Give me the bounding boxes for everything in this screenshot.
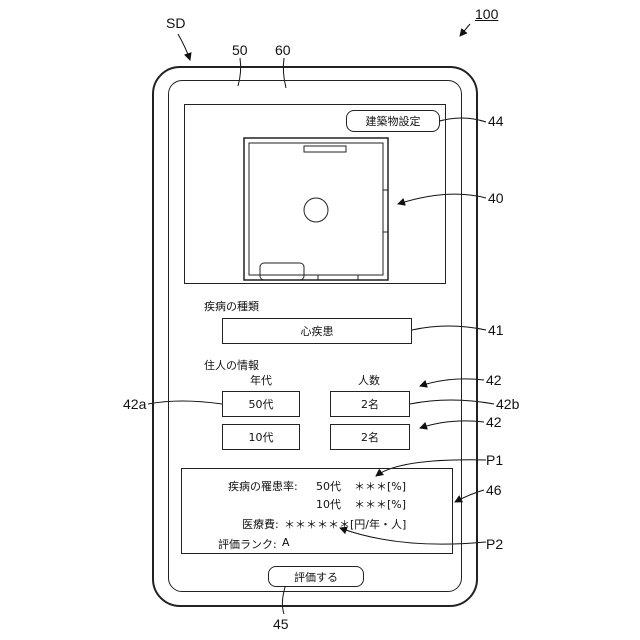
age-column-header: 年代 xyxy=(250,372,272,388)
disease-type-field[interactable]: 心疾患 xyxy=(222,318,412,344)
age-field-row-2[interactable]: 10代 xyxy=(222,424,300,450)
count-field-row-2[interactable]: 2名 xyxy=(330,424,410,450)
rate-value-2: ＊＊＊[%] xyxy=(354,496,406,512)
evaluate-button[interactable]: 評価する xyxy=(268,566,364,587)
window-icon xyxy=(304,146,346,152)
incidence-rate-label: 疾病の罹患率: xyxy=(228,478,298,494)
rate-age-2: 10代 xyxy=(316,496,341,512)
fixture-icon xyxy=(304,198,328,222)
rank-value: A xyxy=(282,536,290,549)
rate-value-1: ＊＊＊[%] xyxy=(354,478,406,494)
rank-label: 評価ランク: xyxy=(218,536,277,552)
disease-heading: 疾病の種類 xyxy=(204,298,259,314)
medical-cost-label: 医療費: xyxy=(242,516,279,532)
age-field-row-1[interactable]: 50代 xyxy=(222,391,300,417)
count-field-row-1[interactable]: 2名 xyxy=(330,391,410,417)
count-column-header: 人数 xyxy=(358,372,380,388)
medical-cost-value: ＊＊＊＊＊＊[円/年・人] xyxy=(284,516,406,532)
residents-heading: 住人の情報 xyxy=(204,357,259,373)
bed-icon xyxy=(260,263,304,280)
rate-age-1: 50代 xyxy=(316,478,341,494)
